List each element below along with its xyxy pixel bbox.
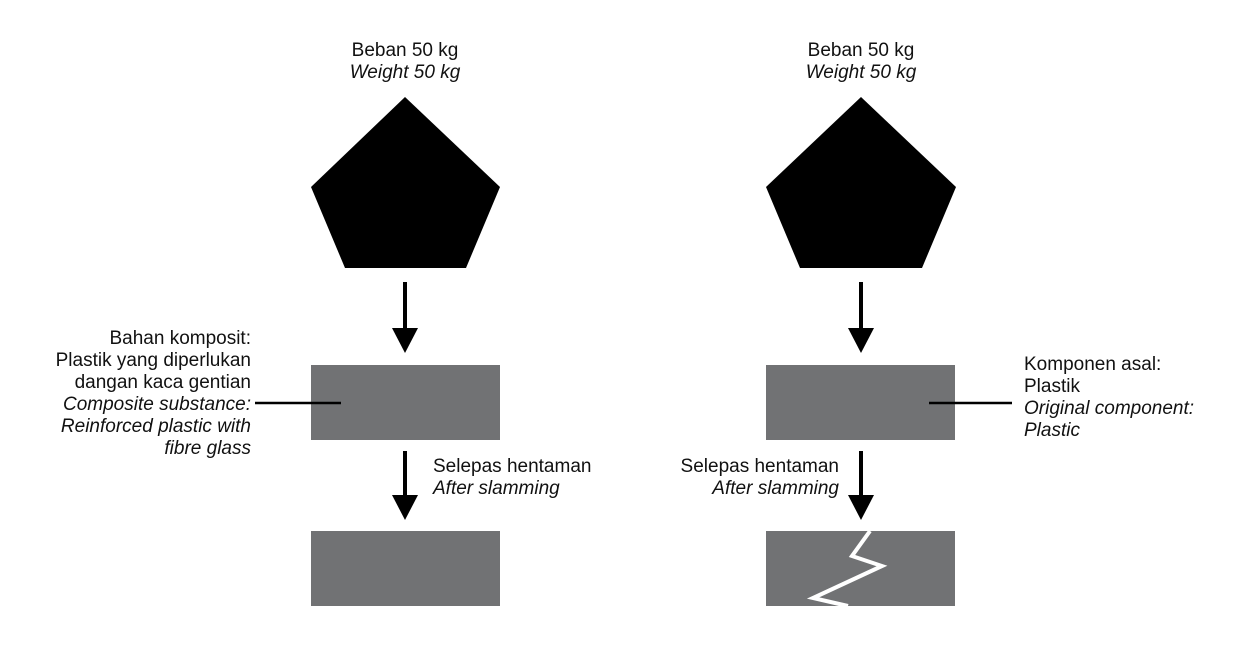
right-block-crack (806, 529, 888, 608)
right-arrow-2-head (848, 495, 874, 520)
left-weight-pentagon (311, 97, 500, 268)
left-after-label-en: After slamming (433, 478, 560, 499)
left-weight-label: Beban 50 kg Weight 50 kg (325, 40, 485, 84)
right-weight-pentagon (766, 97, 956, 268)
left-after-label-ms: Selepas hentaman (433, 456, 592, 477)
left-material-line-3: dangan kaca gentian (74, 372, 251, 393)
right-material-line-1: Komponen asal: (1024, 354, 1162, 375)
right-material-line-2: Plastik (1024, 376, 1080, 397)
left-block-before (311, 365, 500, 440)
right-after-label-en: After slamming (712, 478, 839, 499)
left-arrow-1-head (392, 328, 418, 353)
left-material-line-1: Bahan komposit: (109, 328, 251, 349)
right-arrow-1-head (848, 328, 874, 353)
left-material-line-en-1: Composite substance: (63, 394, 251, 415)
left-material-line-en-2: Reinforced plastic with (60, 416, 251, 437)
right-weight-label-en: Weight 50 kg (805, 62, 917, 83)
left-material-line-2: Plastik yang diperlukan (55, 350, 251, 371)
right-weight-label: Beban 50 kg Weight 50 kg (781, 40, 941, 84)
right-material-label: Komponen asal: Plastik Original componen… (1024, 354, 1234, 442)
left-material-label: Bahan komposit: Plastik yang diperlukan … (20, 328, 251, 460)
right-block-before (766, 365, 955, 440)
right-after-label-ms: Selepas hentaman (680, 456, 839, 477)
left-after-label: Selepas hentaman After slamming (433, 456, 633, 500)
left-weight-label-ms: Beban 50 kg (351, 40, 459, 61)
right-weight-label-ms: Beban 50 kg (807, 40, 915, 61)
right-after-label: Selepas hentaman After slamming (640, 456, 839, 500)
left-block-after (311, 531, 500, 606)
left-arrow-2-head (392, 495, 418, 520)
right-material-line-en-1: Original component: (1024, 398, 1195, 419)
right-material-line-en-2: Plastic (1024, 420, 1080, 441)
left-weight-label-en: Weight 50 kg (349, 62, 461, 83)
left-material-line-en-3: fibre glass (164, 438, 251, 459)
